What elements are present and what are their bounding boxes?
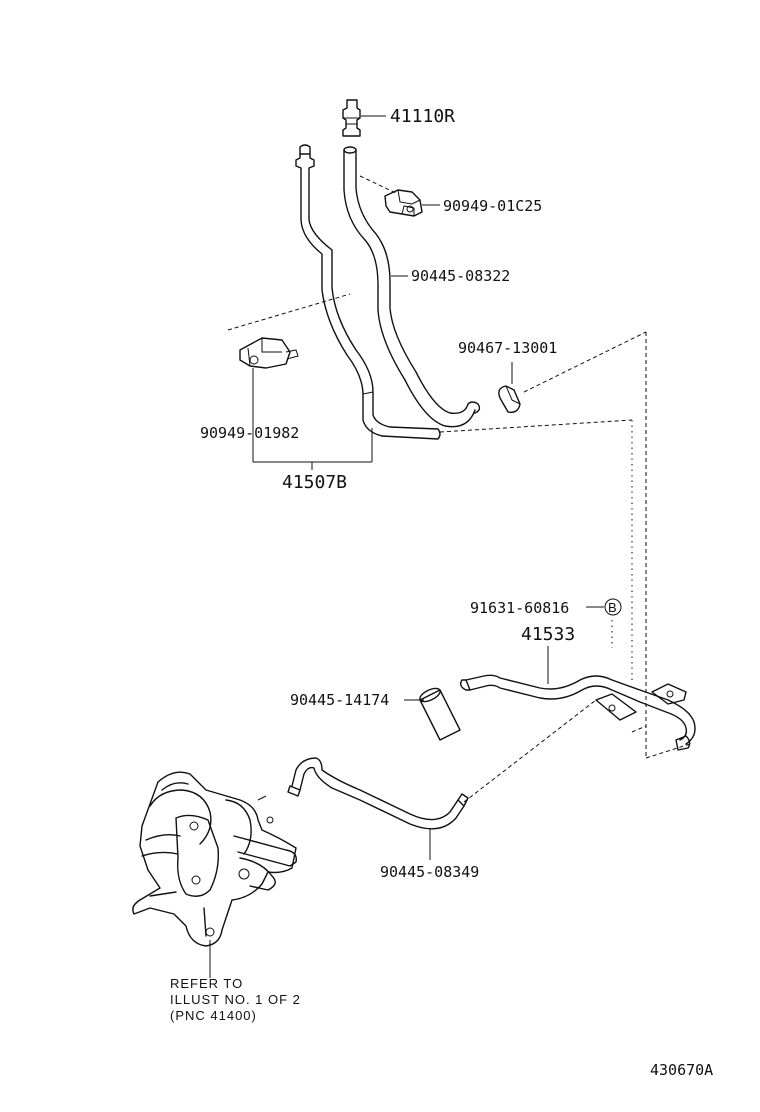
b-marker-letter: B bbox=[608, 600, 618, 615]
bracket-41507b bbox=[252, 368, 373, 470]
label-90949-01c25: 90949-01C25 bbox=[443, 197, 542, 215]
dash-01c25 bbox=[359, 175, 397, 194]
hose-90445-08322 bbox=[343, 146, 481, 428]
refer-line-1: REFER TO bbox=[170, 976, 243, 991]
clip-90949-01982 bbox=[239, 337, 299, 369]
vent-plug-41110r bbox=[342, 99, 361, 137]
clamp-90467-13001 bbox=[498, 385, 521, 414]
hose-90445-08349 bbox=[287, 757, 469, 830]
dash-08349 bbox=[463, 699, 597, 803]
refer-line-3: (PNC 41400) bbox=[170, 1008, 257, 1023]
label-91631-60816: 91631-60816 bbox=[470, 599, 569, 617]
label-90445-14174: 90445-14174 bbox=[290, 691, 389, 709]
transfer-assembly-illustration bbox=[132, 771, 297, 947]
pipe-41533 bbox=[459, 674, 696, 751]
left-breather-hose bbox=[295, 144, 441, 440]
label-90467-13001: 90467-13001 bbox=[458, 339, 557, 357]
refer-line-2: ILLUST NO. 1 OF 2 bbox=[170, 992, 301, 1007]
clip-90949-01c25 bbox=[384, 189, 423, 217]
label-41507b: 41507B bbox=[282, 472, 347, 493]
label-41110r: 41110R bbox=[390, 106, 455, 127]
reference-lines-right bbox=[439, 332, 691, 759]
label-41533: 41533 bbox=[521, 624, 575, 645]
dash-13001 bbox=[523, 331, 647, 393]
label-90445-08322: 90445-08322 bbox=[411, 267, 510, 285]
circle-b-marker bbox=[604, 598, 622, 616]
figure-id: 430670A bbox=[650, 1061, 713, 1079]
label-90949-01982: 90949-01982 bbox=[200, 424, 299, 442]
hose-90445-14174 bbox=[419, 687, 461, 741]
label-90445-08349: 90445-08349 bbox=[380, 863, 479, 881]
dash-01982 bbox=[227, 293, 351, 331]
